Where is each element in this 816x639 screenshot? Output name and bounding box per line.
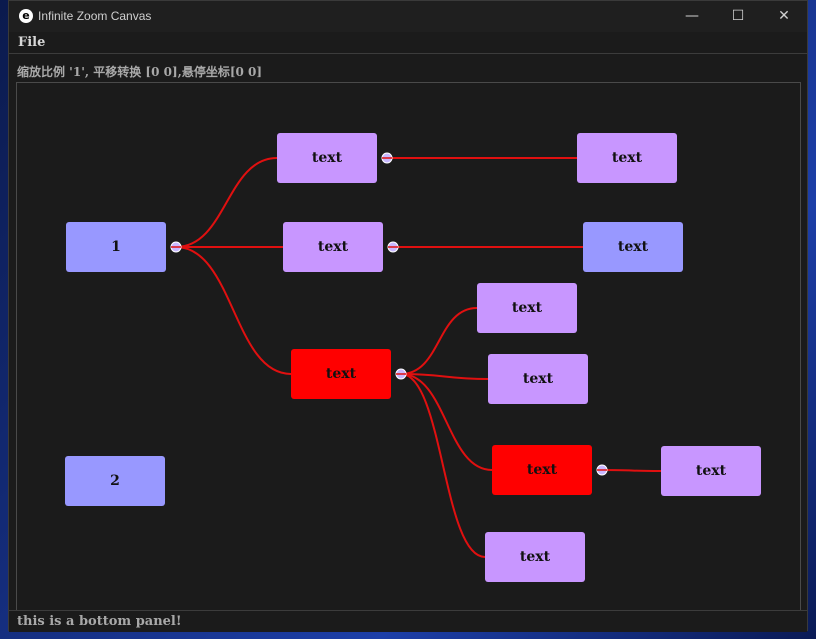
edge-r1-t8 (400, 373, 486, 558)
node-label: text (695, 463, 727, 479)
node-t6[interactable]: text (488, 354, 588, 404)
node-n2[interactable]: 2 (65, 456, 165, 506)
node-r1[interactable]: text (291, 349, 391, 399)
zoom-status-text: 缩放比例 '1', 平移转换 [0 0],悬停坐标[0 0] (17, 65, 263, 79)
app-logo-icon: e (19, 9, 33, 23)
menu-file[interactable]: File (18, 35, 46, 50)
minimize-button[interactable]: — (669, 1, 715, 31)
edge-r1-t6 (400, 373, 489, 380)
edge-n1-t1 (175, 157, 278, 248)
node-t8[interactable]: text (485, 532, 585, 582)
node-label: text (511, 300, 543, 316)
node-label: text (617, 239, 649, 255)
node-label: text (317, 239, 349, 255)
node-label: text (311, 150, 343, 166)
node-t2[interactable]: text (283, 222, 383, 272)
node-label: text (526, 462, 558, 478)
edge-r1-r2 (400, 373, 493, 471)
close-icon: ✕ (778, 8, 790, 24)
edge-layer (170, 152, 662, 558)
node-label: 1 (111, 239, 121, 255)
node-label: text (519, 549, 551, 565)
zoom-canvas[interactable]: 1 2 text text text text text text text text text te… (16, 82, 801, 611)
node-label: text (611, 150, 643, 166)
node-label: 2 (110, 473, 120, 489)
window-title: Infinite Zoom Canvas (38, 9, 152, 23)
node-t7[interactable]: text (661, 446, 761, 496)
node-t4[interactable]: text (583, 222, 683, 272)
node-label: text (522, 371, 554, 387)
node-t1[interactable]: text (277, 133, 377, 183)
menu-bar: File (9, 32, 807, 54)
node-label: text (325, 366, 357, 382)
close-button[interactable]: ✕ (761, 1, 807, 31)
bottom-panel: this is a bottom panel! (9, 610, 807, 632)
node-t3[interactable]: text (577, 133, 677, 183)
bottom-panel-text: this is a bottom panel! (17, 614, 182, 629)
edge-r2-t7 (601, 469, 662, 472)
node-t5[interactable]: text (477, 283, 577, 333)
node-r2[interactable]: text (492, 445, 592, 495)
maximize-icon: ☐ (731, 8, 745, 24)
minimize-icon: — (685, 8, 699, 24)
edge-n1-r1 (175, 246, 292, 375)
edge-r1-t5 (400, 307, 478, 375)
title-bar[interactable]: e Infinite Zoom Canvas — ☐ ✕ (9, 1, 807, 32)
app-window: e Infinite Zoom Canvas — ☐ ✕ File 缩放比例 '… (8, 0, 808, 632)
maximize-button[interactable]: ☐ (715, 1, 761, 31)
node-n1[interactable]: 1 (66, 222, 166, 272)
